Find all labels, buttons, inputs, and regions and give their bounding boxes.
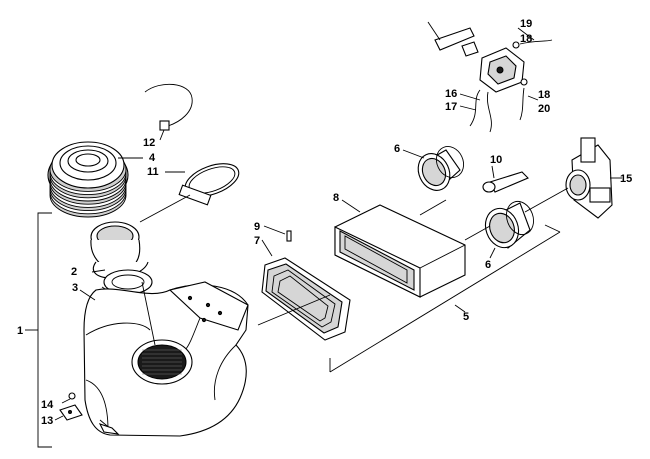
callout-18b: 18 — [538, 89, 550, 101]
part-14-screw — [61, 392, 76, 404]
part-20-hose — [519, 87, 539, 121]
callout-20: 20 — [538, 103, 550, 115]
part-1-airbox-housing — [79, 281, 249, 437]
part-19-fuel-hose — [517, 27, 553, 45]
part-16-17-hoses — [459, 89, 492, 133]
callout-4: 4 — [149, 152, 156, 164]
callout-12: 12 — [143, 137, 155, 149]
assembly-5-lines — [257, 187, 569, 373]
callout-5: 5 — [463, 311, 469, 323]
callout-8: 8 — [333, 192, 339, 204]
part-8-air-duct-box — [334, 199, 466, 298]
callout-6a: 6 — [394, 143, 400, 155]
callout-18a: 18 — [520, 33, 532, 45]
part-15-throttle-body — [565, 137, 622, 219]
fuel-pump-assembly — [427, 21, 528, 93]
callout-10: 10 — [490, 154, 502, 166]
callout-6b: 6 — [485, 259, 491, 271]
part-11-hose-clamp — [165, 163, 240, 206]
callout-11: 11 — [147, 166, 159, 178]
part-7-air-filter — [261, 239, 351, 341]
part-4-bellows — [47, 141, 143, 218]
callout-15: 15 — [620, 173, 632, 185]
callout-7: 7 — [254, 235, 260, 247]
callout-3: 3 — [72, 282, 78, 294]
callout-14: 14 — [41, 399, 54, 411]
part-6-coupler-top — [402, 146, 465, 191]
callout-19: 19 — [520, 18, 532, 30]
callout-2: 2 — [71, 266, 77, 278]
part-13-nut-plate — [54, 404, 83, 421]
callout-17: 17 — [445, 101, 457, 113]
part-10-strap — [482, 165, 529, 193]
callout-labels: 1 2 3 4 5 6 6 7 8 9 10 11 12 13 14 15 16… — [17, 18, 632, 427]
callout-1: 1 — [17, 325, 23, 337]
part-6-coupler-bottom — [484, 200, 534, 259]
callout-16: 16 — [445, 88, 457, 100]
assembly-1-bracket — [25, 212, 52, 448]
callout-13: 13 — [41, 415, 53, 427]
part-9-clip — [263, 225, 292, 242]
callout-9: 9 — [254, 221, 260, 233]
part-12-clamp — [144, 83, 193, 141]
